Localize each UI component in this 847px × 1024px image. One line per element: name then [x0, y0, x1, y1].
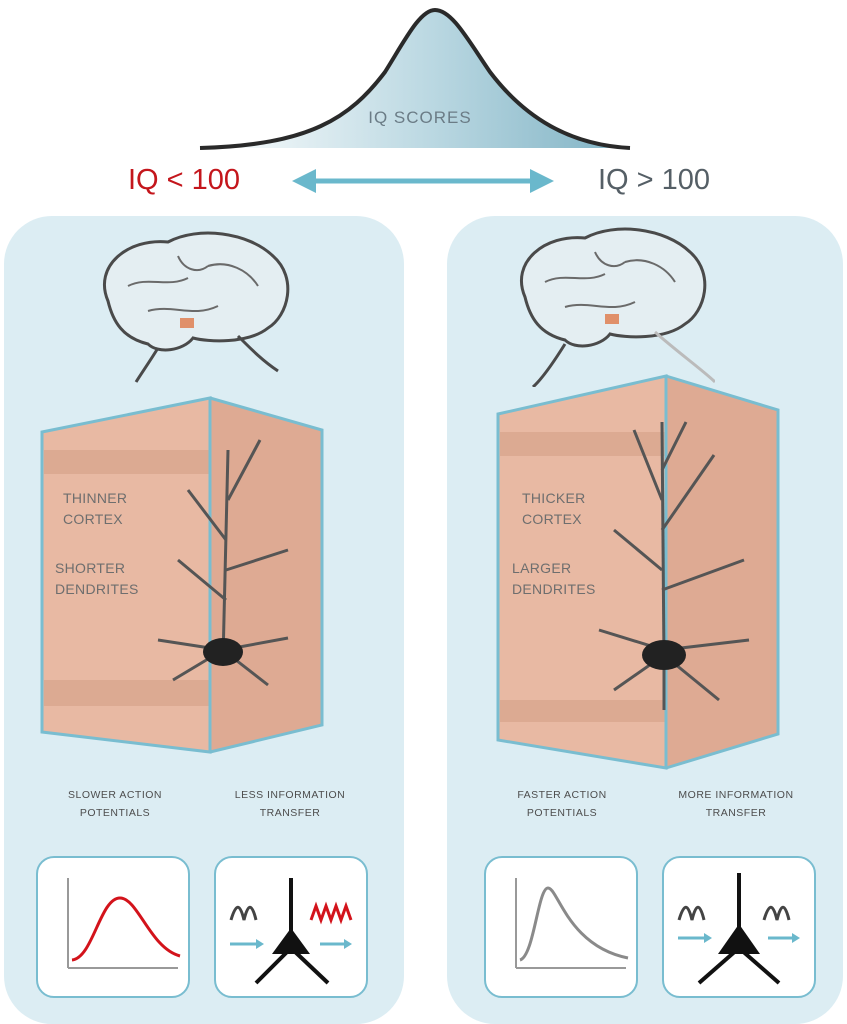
bell-curve-label: IQ SCORES	[368, 108, 471, 127]
fast-ap-box	[484, 856, 638, 998]
less-transfer-label: LESS INFORMATION TRANSFER	[234, 789, 346, 819]
faster-ap-label: FASTER ACTION POTENTIALS	[517, 789, 607, 819]
high-iq-header: IQ > 100	[598, 164, 711, 196]
transfer-neuron-svg	[229, 878, 353, 985]
action-potential-trace-icon	[515, 878, 629, 969]
thicker-cortex-block	[496, 374, 780, 770]
slower-ap-label: SLOWER ACTION POTENTIALS	[67, 789, 162, 819]
shorter-dendrites-label: SHORTER DENDRITES	[55, 560, 139, 597]
less-transfer-box	[214, 856, 368, 998]
thinner-cortex-label: THINNER CORTEX	[63, 490, 128, 527]
low-iq-header: IQ < 100	[128, 164, 241, 196]
more-transfer-label: MORE INFORMATION TRANSFER	[678, 789, 794, 819]
signal-wave-icon	[762, 905, 791, 921]
bell-curve: IQ SCORES	[199, 7, 631, 150]
transfer-neuron-svg	[677, 873, 800, 985]
neuron-soma	[642, 640, 686, 670]
brain-icon	[102, 231, 290, 383]
more-transfer-box	[662, 856, 816, 998]
brain-icon	[519, 227, 715, 387]
signal-wave-icon	[229, 905, 258, 921]
action-potential-trace-icon	[67, 878, 181, 969]
larger-dendrites-label: LARGER DENDRITES	[512, 560, 596, 597]
signal-wave-icon	[677, 905, 706, 921]
slow-ap-box	[36, 856, 190, 998]
double-arrow-icon	[292, 169, 554, 193]
signal-wave-icon	[309, 901, 353, 925]
neuron-soma	[203, 638, 243, 666]
thicker-cortex-label: THICKER CORTEX	[522, 490, 586, 527]
thinner-cortex-block	[40, 396, 324, 754]
